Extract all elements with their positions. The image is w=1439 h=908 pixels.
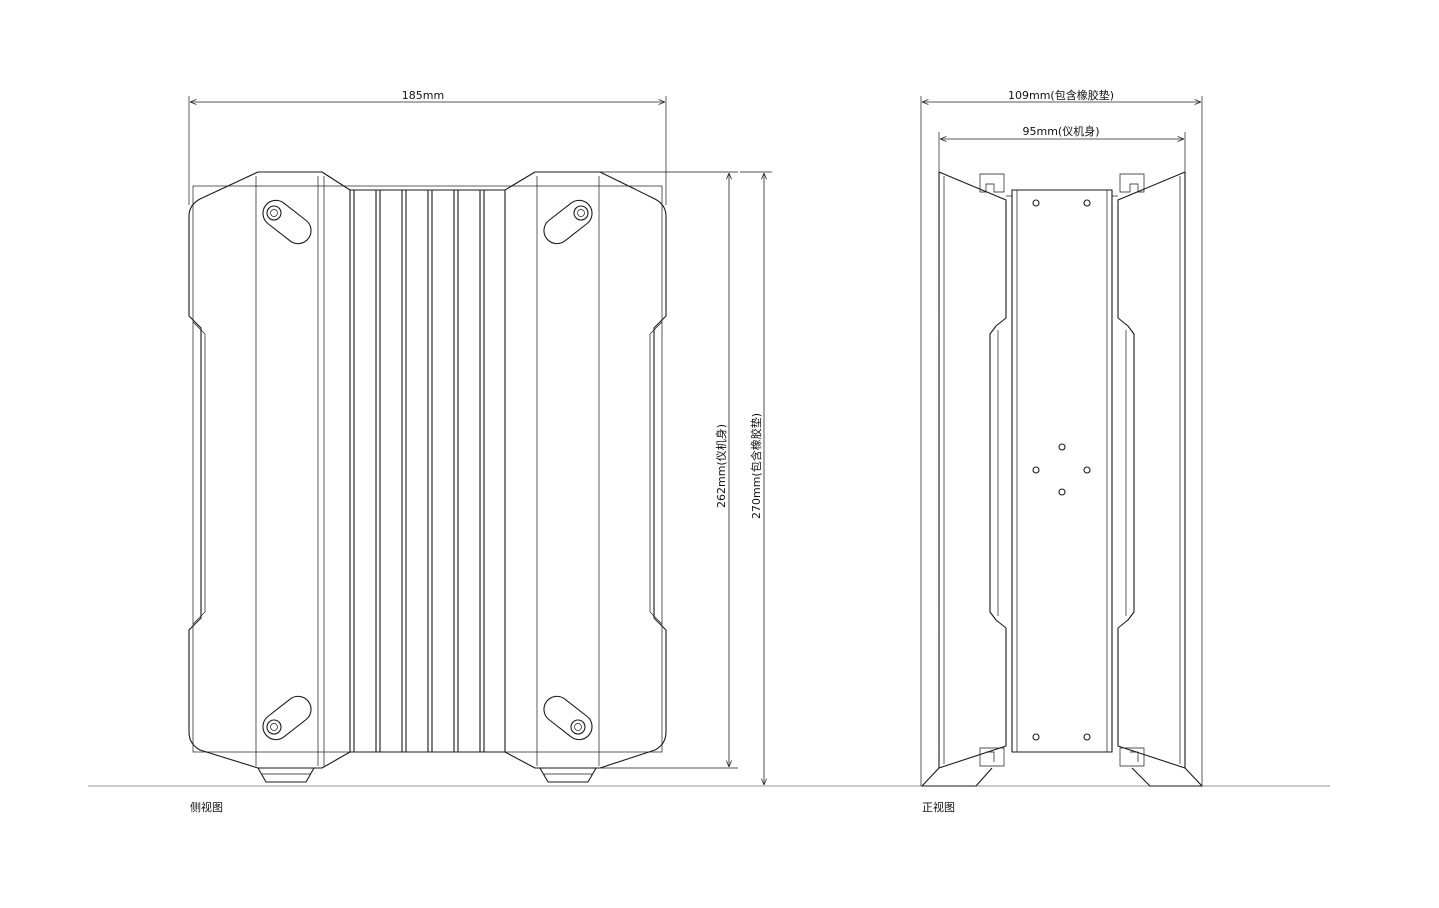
side-view-caption: 侧视图 xyxy=(190,800,223,814)
side-height-total-label: 270mm(包含橡胶垫) xyxy=(749,413,763,519)
side-right-indent xyxy=(649,321,663,625)
front-right-wing xyxy=(1117,171,1186,769)
mounting-slot-top-right xyxy=(543,199,593,245)
mount-hole xyxy=(1083,199,1091,207)
mounting-slot-bottom-right xyxy=(543,695,593,741)
front-bracket-bottom-right xyxy=(1119,747,1145,767)
front-bracket-top-left xyxy=(979,173,1005,193)
front-bracket-bottom-left xyxy=(979,747,1005,767)
side-left-indent xyxy=(192,321,206,625)
mount-hole xyxy=(1032,733,1040,741)
mount-hole xyxy=(1032,199,1040,207)
front-view-caption: 正视图 xyxy=(922,800,955,814)
vesa-hole xyxy=(1032,466,1040,474)
rubber-foot-right xyxy=(539,767,597,783)
mounting-slot-top-left xyxy=(262,199,312,245)
vesa-hole xyxy=(1083,466,1091,474)
rubber-foot-left xyxy=(257,767,315,783)
mount-hole xyxy=(1083,733,1091,741)
mounting-slot-bottom-left xyxy=(262,695,312,741)
front-view: 109mm(包含橡胶垫) 95mm(仪机身) 正视图 xyxy=(920,88,1203,814)
front-left-wing xyxy=(938,171,1007,769)
vesa-hole xyxy=(1058,488,1066,496)
front-foot-right xyxy=(1131,767,1203,787)
front-outer-width-label: 109mm(包含橡胶垫) xyxy=(1008,88,1114,102)
front-bracket-top-right xyxy=(1119,173,1145,193)
front-body-width-label: 95mm(仪机身) xyxy=(1022,124,1099,138)
side-width-label: 185mm xyxy=(402,89,444,102)
front-foot-left xyxy=(921,767,993,787)
front-center-plate xyxy=(1011,189,1113,753)
side-view: 185mm 262mm(仪机身) 270mm(包含橡胶垫) 侧视图 xyxy=(188,89,772,814)
vesa-hole xyxy=(1058,443,1066,451)
side-height-body-label: 262mm(仪机身) xyxy=(714,424,728,508)
heatsink-fins xyxy=(349,190,506,752)
